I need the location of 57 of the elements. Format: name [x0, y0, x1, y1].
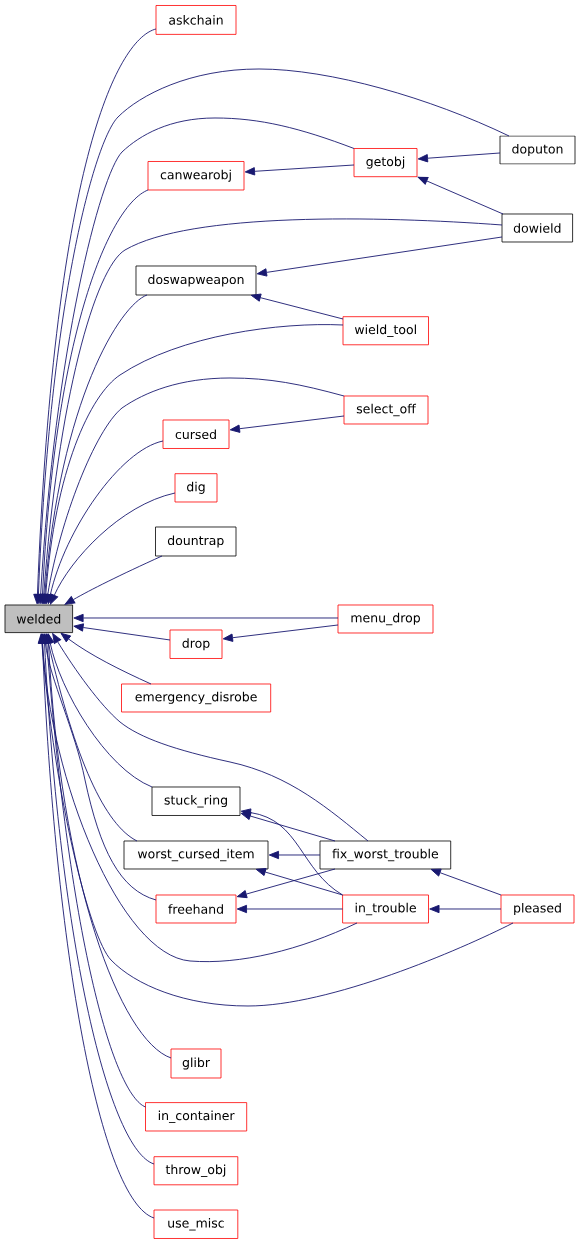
- arrow: [33, 28, 157, 605]
- function-box: glibr: [170, 1048, 222, 1079]
- arrow: [64, 555, 163, 605]
- function-box: welded: [4, 604, 73, 633]
- arrow: [222, 624, 339, 642]
- function-box: in_container: [145, 1102, 248, 1132]
- arrow: [73, 623, 171, 641]
- function-box: askchain: [155, 5, 237, 35]
- arrow: [236, 868, 336, 899]
- function-box: dig: [174, 473, 218, 503]
- arrow: [42, 633, 146, 1108]
- function-box: use_misc: [153, 1209, 239, 1239]
- arrow: [255, 868, 344, 896]
- arrow: [52, 633, 369, 842]
- arrow: [50, 492, 176, 605]
- arrow: [36, 117, 355, 605]
- function-box: throw_obj: [153, 1156, 239, 1186]
- arrow: [39, 218, 503, 605]
- function-box: doputon: [499, 135, 576, 165]
- function-box: dowield: [501, 213, 573, 243]
- arrow: [429, 904, 502, 914]
- function-box: select_off: [343, 395, 429, 425]
- arrow: [46, 440, 164, 605]
- function-box: wield_tool: [342, 316, 429, 346]
- arrow: [60, 632, 152, 685]
- arrow: [268, 850, 321, 860]
- function-box: canwearobj: [147, 161, 245, 191]
- function-box: worst_cursed_item: [123, 840, 269, 870]
- function-box: doswapweapon: [135, 265, 257, 296]
- arrow: [244, 164, 355, 176]
- function-box: fix_worst_trouble: [319, 840, 452, 870]
- arrow: [229, 415, 345, 433]
- arrow: [240, 808, 344, 896]
- function-box: pleased: [500, 894, 575, 924]
- arrow: [236, 904, 344, 914]
- arrow: [430, 868, 502, 896]
- function-box: drop: [169, 629, 223, 659]
- arrow: [40, 294, 148, 605]
- function-box: emergency_disrobe: [121, 683, 272, 713]
- arrow: [256, 236, 503, 277]
- function-box: stuck_ring: [151, 786, 241, 816]
- function-box: dountrap: [155, 526, 237, 557]
- arrow: [34, 68, 510, 605]
- arrow: [73, 613, 339, 623]
- arrow: [417, 152, 501, 163]
- arrow: [250, 293, 344, 320]
- function-box: menu_drop: [337, 604, 434, 634]
- function-box: freehand: [155, 894, 237, 924]
- arrow: [44, 633, 172, 1059]
- arrow: [37, 633, 514, 1007]
- function-box: cursed: [162, 419, 230, 449]
- arrow: [417, 176, 504, 215]
- function-box: getobj: [353, 148, 418, 178]
- arrow: [43, 377, 345, 605]
- arrow: [41, 324, 344, 605]
- arrow: [38, 189, 149, 605]
- function-box: in_trouble: [342, 894, 429, 924]
